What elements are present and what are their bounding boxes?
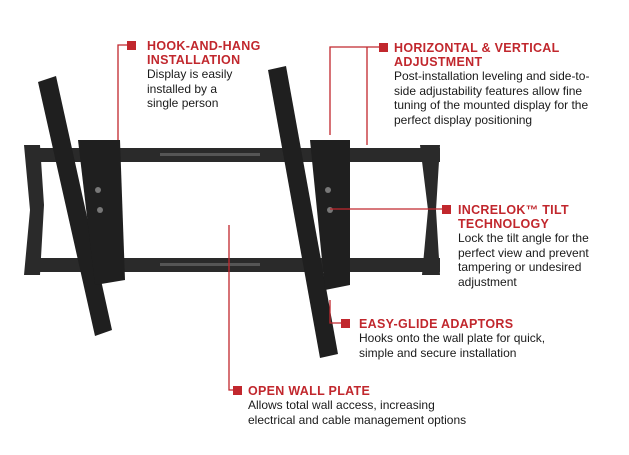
callout-title: INCRELOK™ TILT TECHNOLOGY [458,203,569,231]
callout-increlok-tilt: INCRELOK™ TILT TECHNOLOGY Lock the tilt … [458,203,608,289]
callout-desc: Post-installation leveling and side-to-s… [394,69,590,127]
callout-hook-and-hang: HOOK-AND-HANG INSTALLATION Display is ea… [147,39,277,111]
callout-title: OPEN WALL PLATE [248,384,371,398]
callout-desc: Hooks onto the wall plate for quick, sim… [359,331,546,360]
callout-horizontal-vertical-adjustment: HORIZONTAL & VERTICAL ADJUSTMENT Post-in… [394,41,609,127]
callout-desc: Allows total wall access, increasing ele… [248,398,467,427]
callout-easy-glide-adaptors: EASY-GLIDE ADAPTORS Hooks onto the wall … [359,317,579,360]
callout-title: HOOK-AND-HANG INSTALLATION [147,39,261,67]
callout-title: HORIZONTAL & VERTICAL ADJUSTMENT [394,41,560,69]
callout-desc: Display is easily installed by a single … [147,67,233,110]
left-adaptor-arm [38,76,125,336]
callout-desc: Lock the tilt angle for the perfect view… [458,231,589,289]
callout-markers [127,41,451,395]
callout-title: EASY-GLIDE ADAPTORS [359,317,514,331]
callout-open-wall-plate: OPEN WALL PLATE Allows total wall access… [248,384,483,427]
right-adaptor-arm [268,66,350,358]
